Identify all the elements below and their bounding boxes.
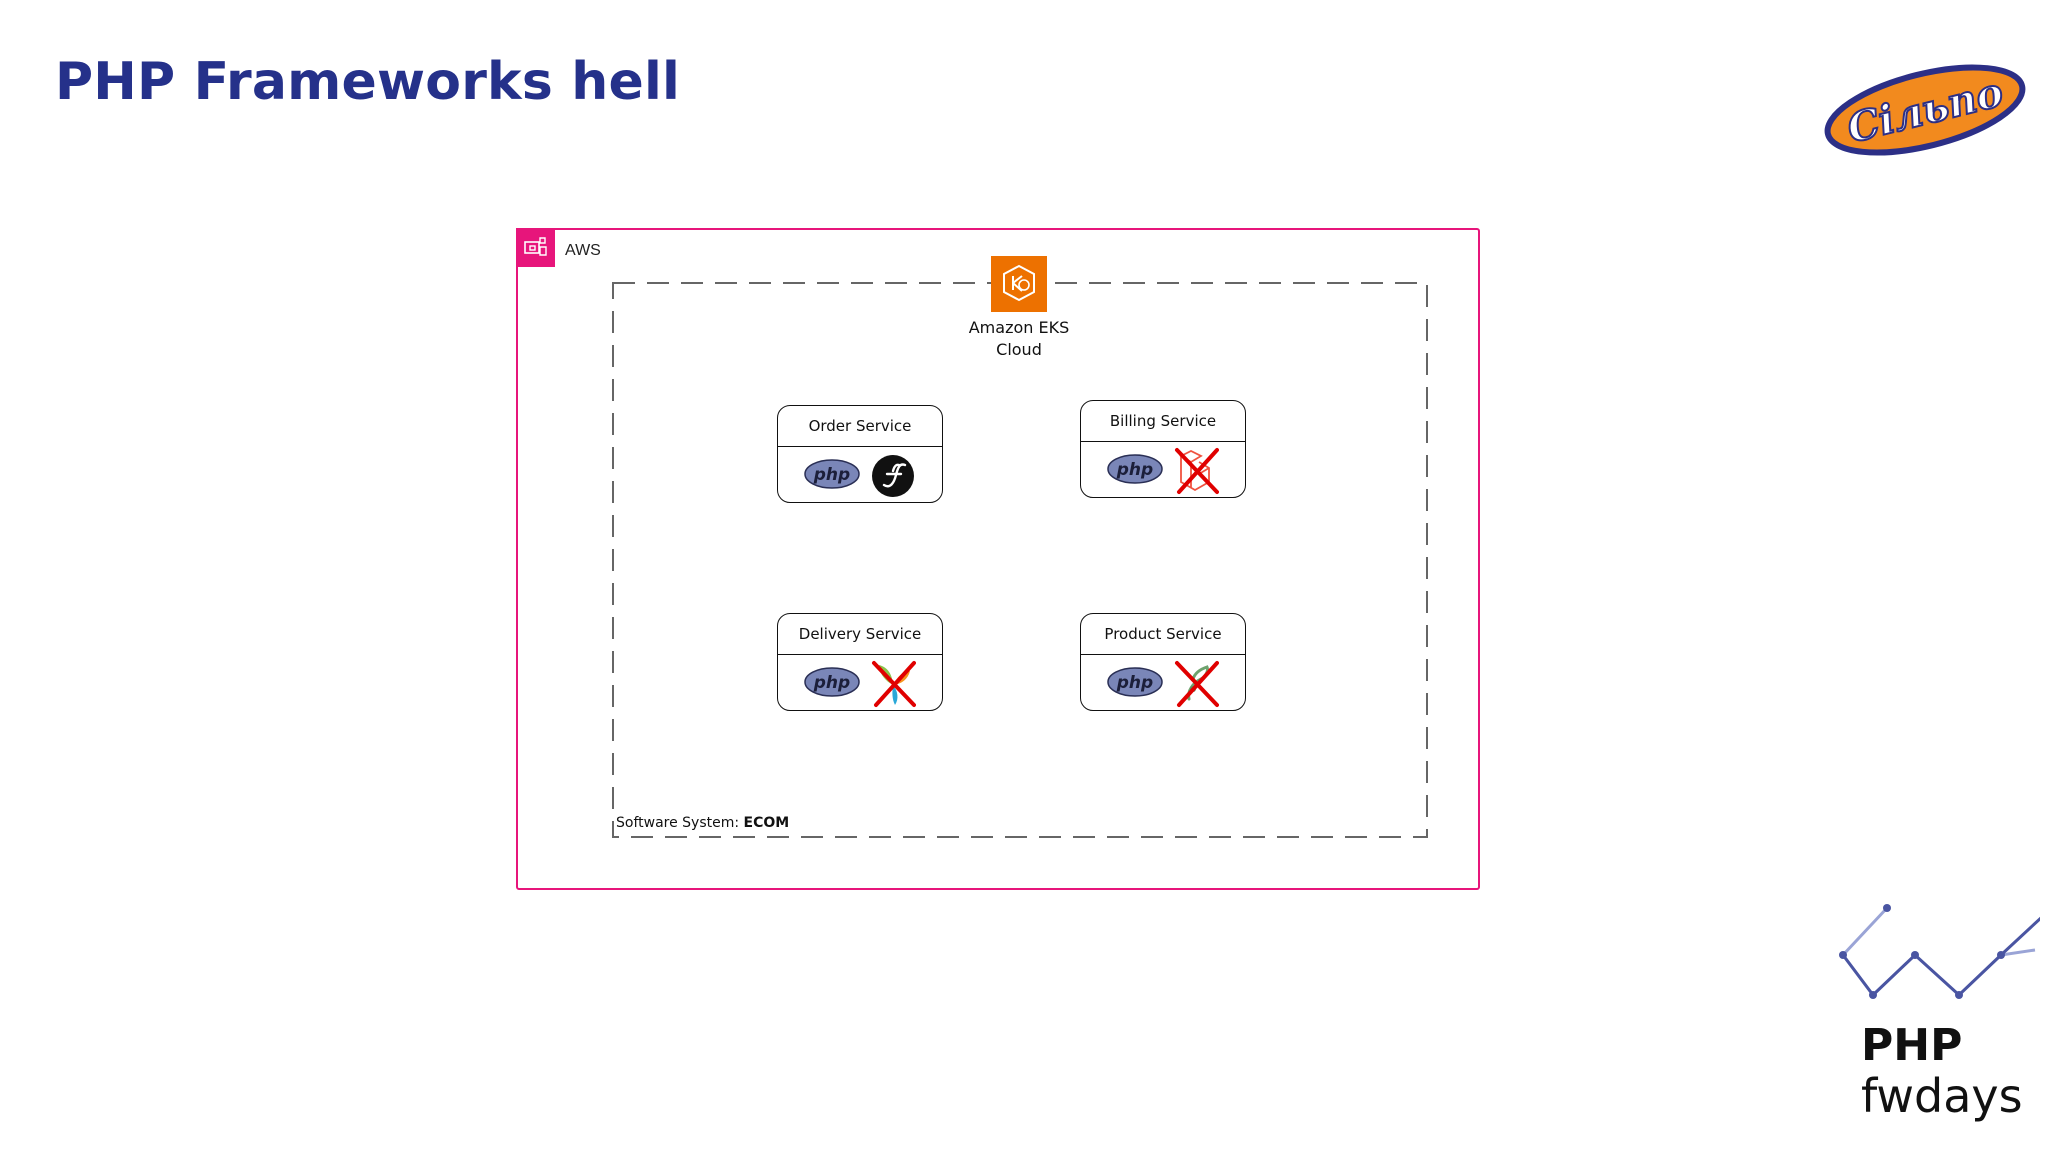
- php-logo-icon: php: [1107, 667, 1163, 697]
- php-logo-icon: php: [1107, 454, 1163, 484]
- fwdays-logo-php: PHP: [1861, 1020, 1962, 1071]
- service-name: Order Service: [778, 406, 942, 447]
- aws-label: AWS: [565, 242, 601, 259]
- service-product: Product Service php: [1080, 613, 1246, 711]
- php-logo-icon: php: [804, 667, 860, 697]
- page-title: PHP Frameworks hell: [55, 52, 681, 112]
- service-delivery: Delivery Service php: [777, 613, 943, 711]
- aws-cloud-icon: [516, 228, 555, 267]
- software-system-name: ECOM: [743, 815, 790, 831]
- laravel-icon: [1175, 448, 1219, 494]
- svg-text:php: php: [1116, 673, 1153, 693]
- php-fwdays-logo: PHP fwdays: [1839, 904, 2040, 1123]
- software-system-label: Software System: ECOM: [616, 815, 790, 831]
- cross-out-icon: [872, 661, 916, 707]
- yii-icon: [872, 661, 916, 707]
- slim-icon: [1175, 661, 1219, 707]
- svg-text:php: php: [813, 465, 850, 485]
- svg-text:php: php: [813, 673, 850, 693]
- php-logo-icon: php: [804, 459, 860, 489]
- svg-text:php: php: [1116, 460, 1153, 480]
- service-billing: Billing Service php: [1080, 400, 1246, 498]
- service-order: Order Service php: [777, 405, 943, 503]
- ecom-system-boundary: [612, 282, 1428, 838]
- service-name: Delivery Service: [778, 614, 942, 655]
- cross-out-icon: [1175, 661, 1219, 707]
- symfony-icon: [872, 455, 914, 497]
- silpo-logo: Сільпо: [1824, 64, 2026, 156]
- aws-group-boundary: [516, 228, 1480, 890]
- fwdays-logo-fwdays: fwdays: [1861, 1069, 2023, 1123]
- cross-out-icon: [1175, 448, 1219, 494]
- service-name: Product Service: [1081, 614, 1245, 655]
- amazon-eks-icon: [991, 256, 1047, 312]
- service-name: Billing Service: [1081, 401, 1245, 442]
- eks-label: Amazon EKS Cloud: [968, 318, 1070, 359]
